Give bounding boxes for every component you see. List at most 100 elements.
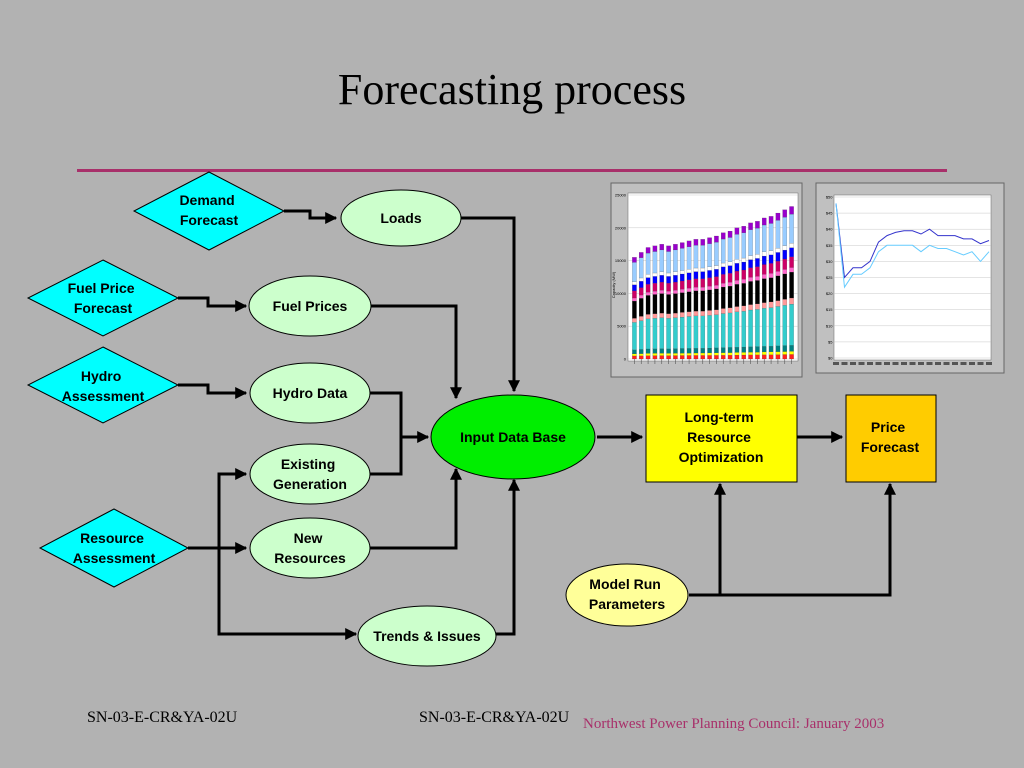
bar-segment [734, 259, 740, 264]
bar-segment [755, 352, 760, 355]
bar-segment [755, 266, 760, 277]
bar-segment [680, 280, 685, 290]
bar-segment [666, 318, 671, 349]
footer-center: SN-03-E-CR&YA-02U [419, 709, 570, 726]
bar-segment [686, 240, 692, 247]
bar-segment [659, 317, 664, 349]
bar-segment [632, 257, 637, 263]
arrow-resource-to-trends [217, 548, 358, 640]
bar-segment [659, 290, 664, 294]
bar-segment [762, 278, 767, 303]
node-existing-generation: Existing Generation [249, 443, 371, 505]
node-model-run-parameters: Model Run Parameters [565, 563, 689, 627]
bar-segment [714, 314, 719, 349]
bar-segment [782, 245, 787, 251]
bar-segment [782, 209, 787, 218]
bar-segment [714, 352, 719, 356]
bar-segment [645, 348, 651, 354]
bar-segment [707, 348, 712, 354]
bar-segment [768, 254, 774, 264]
svg-text:Trends & Issues: Trends & Issues [373, 628, 481, 644]
connector-lines [178, 209, 896, 640]
bar-segment [748, 281, 753, 305]
line-x-tick-label [892, 362, 899, 365]
bar-segment [789, 214, 794, 244]
svg-text:Loads: Loads [380, 210, 421, 226]
bar-segment [768, 273, 774, 278]
bar-segment [632, 300, 637, 319]
bar-segment [748, 352, 753, 355]
bar-segment [721, 274, 726, 284]
bar-segment [707, 352, 712, 356]
bar-segment [639, 316, 644, 321]
bar-segment [748, 267, 753, 278]
bar-segment [693, 239, 699, 246]
bar-segment [693, 287, 699, 291]
bar-segment [707, 286, 712, 290]
line-y-tick: $40 [826, 227, 833, 232]
bar-segment [686, 353, 692, 356]
bar-segment [639, 277, 644, 282]
bar-segment [789, 304, 794, 346]
bar-segment [755, 254, 760, 259]
bar-segment [734, 354, 740, 360]
line-y-tick: $5 [828, 339, 833, 344]
svg-text:Resource Assessment: Resource Assessment [73, 530, 156, 566]
bar-segment [700, 348, 705, 354]
bar-segment [789, 206, 794, 215]
bar-segment [686, 316, 692, 349]
bar-segment [768, 263, 774, 274]
bar-segment [768, 223, 774, 251]
bar-segment [721, 266, 726, 275]
bar-segment [782, 305, 787, 346]
line-x-tick-label [884, 362, 890, 365]
bar-y-tick: 25000 [615, 193, 627, 198]
bar-segment [652, 276, 658, 284]
bar-y-axis-label: Capacity (MW) [611, 271, 616, 298]
arrow-fuelprice-to-fuelprices [178, 296, 248, 312]
bar-segment [727, 312, 733, 348]
bar-segment [734, 347, 740, 353]
bar-segment [741, 352, 746, 356]
bar-segment [659, 353, 664, 356]
bar-segment [775, 354, 781, 360]
bar-segment [721, 238, 726, 264]
bar-segment [748, 259, 753, 268]
bar-segment [652, 294, 658, 314]
bar-segment [762, 264, 767, 275]
bar-y-tick: 10000 [615, 291, 627, 296]
bar-segment [693, 352, 699, 356]
bar-segment [673, 317, 678, 349]
bar-segment [707, 289, 712, 311]
bar-segment [639, 355, 644, 360]
bar-segment [775, 275, 781, 301]
line-y-tick: $20 [826, 291, 833, 296]
bar-segment [632, 262, 637, 282]
bar-segment [666, 355, 671, 360]
bar-segment [666, 251, 671, 274]
svg-text:Hydro Assessment: Hydro Assessment [62, 368, 145, 404]
bar-segment [673, 355, 678, 360]
node-long-term-optimization: Long-term Resource Optimization [645, 394, 798, 483]
bar-segment [768, 216, 774, 224]
bar-segment [755, 221, 760, 229]
bar-segment [707, 310, 712, 316]
bar-segment [707, 243, 712, 267]
line-series [835, 203, 990, 289]
line-x-tick-label [901, 362, 907, 365]
bar-segment [659, 348, 664, 354]
svg-text:Hydro Data: Hydro Data [273, 385, 348, 401]
bar-segment [768, 307, 774, 347]
bar-segment [734, 284, 740, 307]
bar-segment [727, 261, 733, 266]
bar-segment [789, 256, 794, 268]
bar-segment [645, 252, 651, 275]
bar-segment [727, 352, 733, 356]
bar-segment [741, 283, 746, 306]
bar-segment [768, 354, 774, 360]
bar-segment [645, 284, 651, 293]
bar-segment [762, 217, 767, 226]
bar-segment [727, 355, 733, 360]
bar-y-tick: 15000 [615, 258, 627, 263]
